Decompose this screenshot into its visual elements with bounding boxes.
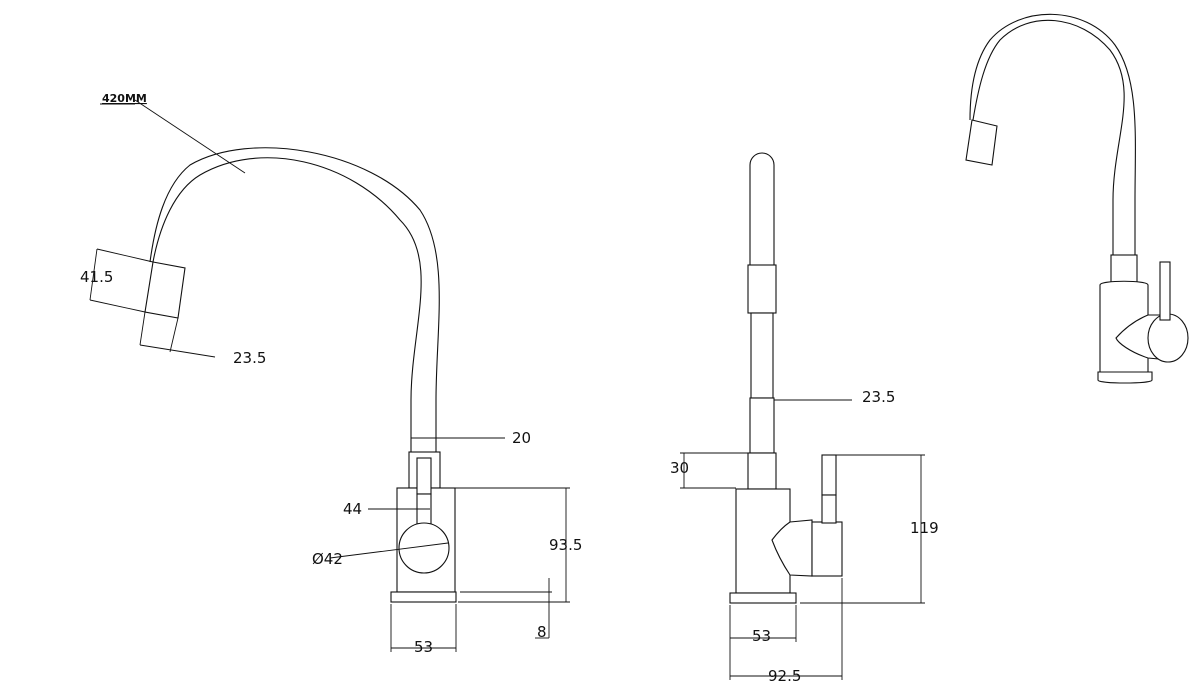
front-outlet <box>144 261 186 319</box>
front-view <box>144 147 457 603</box>
dim-label-outlet-height: 41.5 <box>80 268 113 286</box>
dim-label-spout-tube: 20 <box>512 429 531 447</box>
dim-label-handle-diameter: Ø42 <box>312 550 343 568</box>
dim-label-base-thickness: 8 <box>537 623 547 641</box>
front-handle-circle <box>398 522 450 574</box>
persp-spout-inner <box>969 13 1136 255</box>
side-lever-stem <box>821 494 837 524</box>
dim-label-overall-depth: 92.5 <box>768 667 801 685</box>
persp-spout-outer <box>972 19 1125 255</box>
side-neck <box>747 452 777 490</box>
side-spout-lower <box>749 397 775 454</box>
side-base-plate <box>729 592 797 604</box>
dim-label-side-tube: 23.5 <box>862 388 895 406</box>
front-dimensions <box>89 99 570 652</box>
persp-neck <box>1110 254 1138 284</box>
side-spout-tube <box>750 312 774 399</box>
dim-label-base-width-front: 53 <box>414 638 433 656</box>
side-spout-top <box>749 152 775 266</box>
dim-label-body-width-top: 44 <box>343 500 362 518</box>
side-lever-pin <box>821 454 837 496</box>
front-lever-pin <box>416 457 432 495</box>
persp-lever-pin <box>1159 261 1171 321</box>
dim-label-spout-length: 420MM <box>102 92 147 105</box>
dim-label-lever-height: 119 <box>910 519 939 537</box>
dim-label-body-height: 93.5 <box>549 536 582 554</box>
side-view <box>729 152 843 604</box>
side-handle-cap <box>811 521 843 577</box>
perspective-view <box>965 13 1189 384</box>
side-dimensions <box>680 399 925 680</box>
spout-inner-curve <box>149 147 440 452</box>
spout-outer-curve <box>152 157 422 452</box>
side-spout-collar <box>747 264 777 314</box>
persp-handle-cap <box>1147 313 1189 363</box>
dim-label-side-neck: 30 <box>670 459 689 477</box>
dim-label-outlet-diameter: 23.5 <box>233 349 266 367</box>
persp-base-plate <box>1097 371 1153 384</box>
persp-outlet <box>965 119 998 166</box>
side-lever-body <box>771 519 813 577</box>
front-base-plate <box>390 591 457 603</box>
dim-label-base-width-side: 53 <box>752 627 771 645</box>
